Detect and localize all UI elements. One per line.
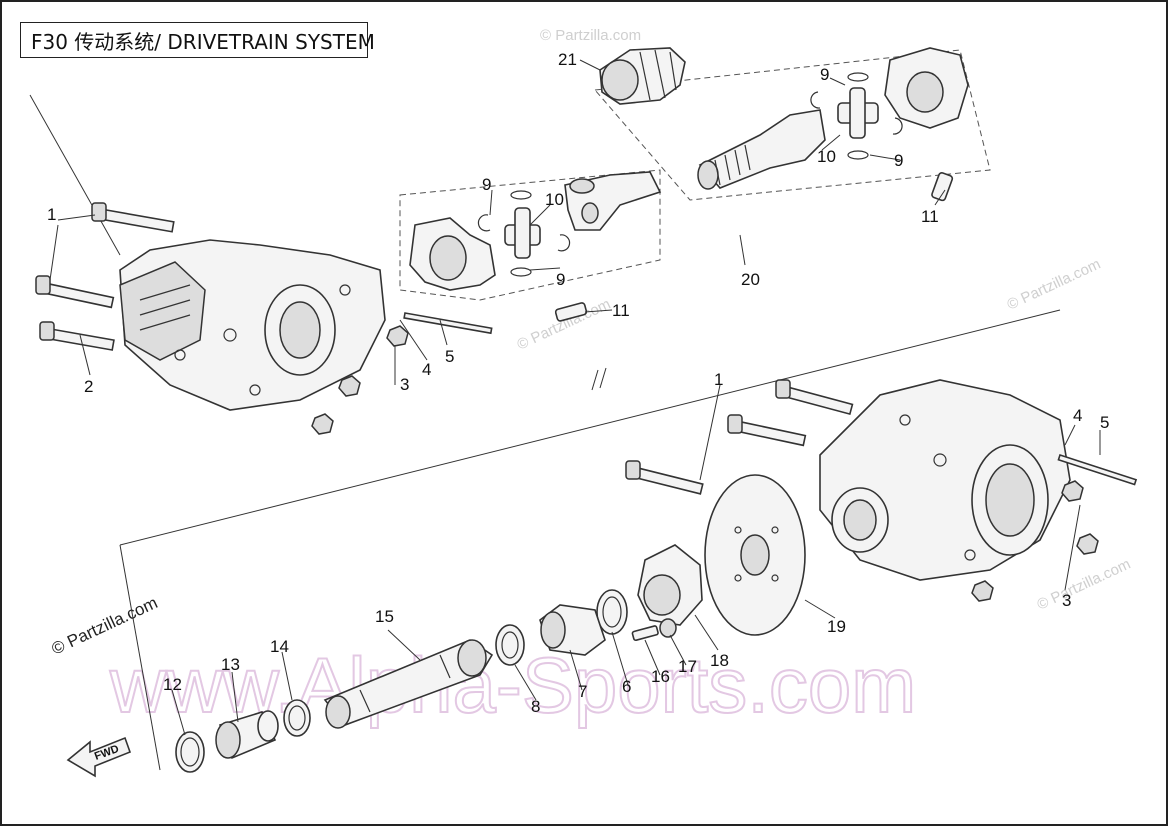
- callout-20: 20: [741, 270, 760, 289]
- callout-21: 21: [558, 50, 577, 69]
- boot-21: [599, 47, 686, 105]
- ring-8: [495, 624, 525, 666]
- callout-6: 6: [622, 677, 631, 696]
- callout-11-a: 11: [612, 301, 630, 320]
- callout-13: 13: [221, 655, 240, 674]
- callout-19: 19: [827, 617, 846, 636]
- callout-16: 16: [651, 667, 670, 686]
- page-title: F30 传动系统/ DRIVETRAIN SYSTEM: [20, 22, 375, 58]
- callout-17: 17: [678, 657, 697, 676]
- callout-9-a: 9: [482, 175, 491, 194]
- rear-shaft-dashed-box: [593, 49, 991, 201]
- front-gear-case: [119, 239, 386, 411]
- bolt-11-front: [554, 302, 588, 322]
- partzilla-watermark-lower: © Partzilla.com: [1035, 556, 1134, 614]
- bolt-16: [631, 625, 659, 642]
- ring-6: [596, 589, 628, 635]
- partzilla-watermark-mid: © Partzilla.com: [515, 296, 614, 354]
- case-bolt-1-bot-c: [625, 460, 704, 495]
- callout-14: 14: [270, 637, 289, 656]
- callout-9-d: 9: [894, 151, 903, 170]
- partzilla-watermark-top: © Partzilla.com: [540, 27, 641, 44]
- case-bolt-2: [39, 321, 115, 351]
- callout-7: 7: [578, 682, 587, 701]
- brake-disc: [704, 474, 806, 636]
- callout-18: 18: [710, 651, 729, 670]
- rear-gear-case: [819, 379, 1071, 581]
- callout-1-bot: 1: [714, 370, 723, 389]
- seal-7: [539, 604, 606, 656]
- ring-12: [175, 731, 205, 773]
- leader-lines: [49, 59, 1101, 736]
- partzilla-watermark-right: © Partzilla.com: [1005, 256, 1104, 314]
- callout-3-bot: 3: [1062, 591, 1071, 610]
- case-nut-3: [311, 325, 409, 435]
- fwd-arrow-icon: FWD: [66, 736, 132, 778]
- callout-5-bot: 5: [1100, 413, 1109, 432]
- ring-14: [283, 699, 311, 737]
- callout-9-c: 9: [820, 65, 829, 84]
- callout-2: 2: [84, 377, 93, 396]
- bolt-11-rear: [931, 172, 954, 202]
- callout-3-top: 3: [400, 375, 409, 394]
- sleeve-13: [215, 710, 279, 760]
- disc-flange: [637, 544, 703, 626]
- case-bolt-1-mid: [35, 275, 115, 309]
- callout-15: 15: [375, 607, 394, 626]
- case-bolt-1-bot-b: [727, 414, 807, 447]
- u-joint-cross-front: [477, 190, 571, 277]
- shaft-yoke-front: [564, 171, 662, 231]
- flange-yoke-front: [409, 217, 496, 291]
- callout-8: 8: [531, 697, 540, 716]
- stud-5-top: [403, 312, 493, 335]
- callout-4-bot: 4: [1073, 406, 1082, 425]
- stud-5-bot: [1057, 453, 1138, 486]
- front-shaft-dashed-box: [399, 169, 661, 301]
- u-joint-cross-rear: [810, 72, 903, 160]
- callout-1-top: 1: [47, 205, 56, 224]
- nut-17: [659, 618, 677, 638]
- callout-4-top: 4: [422, 360, 431, 379]
- callout-11-b: 11: [921, 207, 939, 226]
- callout-10-a: 10: [545, 190, 564, 209]
- splined-yoke-rear: [697, 109, 826, 190]
- callout-5-top: 5: [445, 347, 454, 366]
- output-shaft: [323, 639, 494, 729]
- case-nut-3-bot: [971, 480, 1099, 602]
- case-bolt-1-bot-a: [775, 379, 854, 416]
- callout-9-b: 9: [556, 270, 565, 289]
- case-bolt-1-top: [91, 202, 175, 233]
- flange-yoke-rear: [884, 47, 969, 129]
- callout-10-b: 10: [817, 147, 836, 166]
- callout-12: 12: [163, 675, 182, 694]
